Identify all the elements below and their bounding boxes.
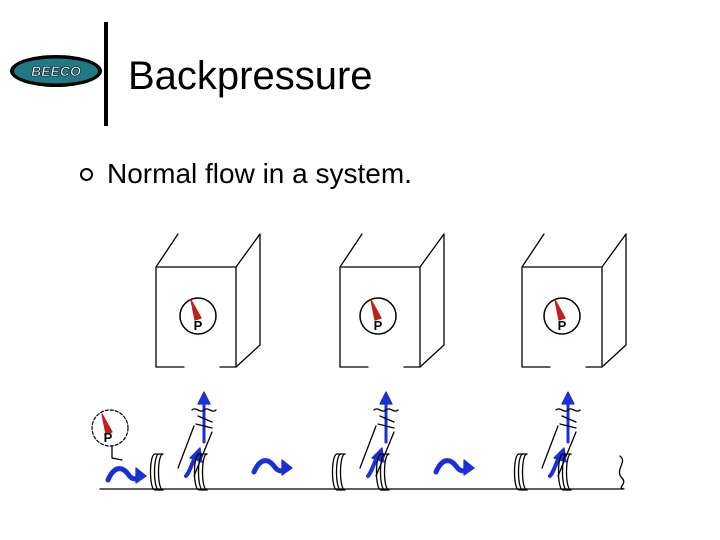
riser-1 [176, 390, 218, 478]
tank-2-gauge: P [359, 297, 397, 335]
supply-gauge: P [91, 409, 129, 461]
bullet-text: Normal flow in a system. [107, 158, 412, 189]
riser-2 [358, 390, 400, 478]
flow-arrow-2 [254, 460, 292, 475]
main-pipe [99, 455, 625, 490]
gauge-label: P [104, 430, 113, 445]
coupling-3a [513, 453, 528, 491]
gauge-label: P [374, 318, 383, 333]
flow-arrow-3 [436, 460, 474, 475]
coupling-2a [331, 453, 346, 491]
beeco-logo: BEECO [10, 55, 102, 87]
tank-1-gauge: P [179, 297, 217, 335]
logo-text: BEECO [31, 63, 81, 79]
tank-3-gauge: P [543, 297, 581, 335]
gauge-label: P [558, 318, 567, 333]
bullet-item: Normal flow in a system. [80, 156, 412, 192]
tank-2 [339, 233, 445, 368]
gauge-label: P [194, 318, 203, 333]
tank-3 [521, 233, 627, 368]
slide-title: Backpressure [128, 54, 373, 98]
riser-3 [540, 390, 582, 478]
coupling-1a [149, 453, 164, 491]
flow-arrow-1 [108, 468, 146, 483]
header-divider [104, 22, 108, 126]
backpressure-diagram: P P P P [91, 233, 627, 491]
bullet-marker [80, 167, 93, 181]
